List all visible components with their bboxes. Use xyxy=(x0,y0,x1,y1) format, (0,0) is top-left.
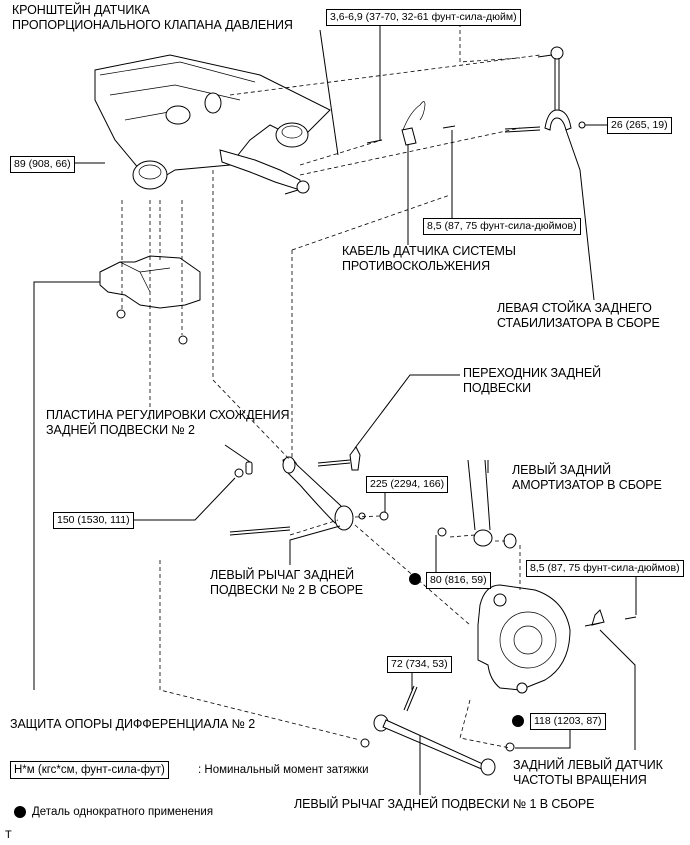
torque-diff-nut: 89 (908, 66) xyxy=(10,156,75,173)
label-arm2-line2: ПОДВЕСКИ № 2 В СБОРЕ xyxy=(210,583,363,597)
label-bracket: КРОНШТЕЙН ДАТЧИКА ПРОПОРЦИОНАЛЬНОГО КЛАП… xyxy=(12,3,293,33)
label-shock-line1: ЛЕВЫЙ ЗАДНИЙ xyxy=(512,463,611,477)
diff-guard-drawing xyxy=(99,255,201,345)
label-bracket-line2: ПРОПОРЦИОНАЛЬНОГО КЛАПАНА ДАВЛЕНИЯ xyxy=(12,18,293,32)
label-arm2: ЛЕВЫЙ РЫЧАГ ЗАДНЕЙ ПОДВЕСКИ № 2 В СБОРЕ xyxy=(210,568,363,598)
label-shock: ЛЕВЫЙ ЗАДНИЙ АМОРТИЗАТОР В СБОРЕ xyxy=(512,463,662,493)
label-toe-plate-line2: ЗАДНЕЙ ПОДВЕСКИ № 2 xyxy=(46,423,195,437)
torque-arm1-nut: 118 (1203, 87) xyxy=(530,713,606,730)
single-use-dot xyxy=(409,573,421,585)
label-adapter: ПЕРЕХОДНИК ЗАДНЕЙ ПОДВЕСКИ xyxy=(463,366,601,396)
legend-torque-desc: : Номинальный момент затяжки xyxy=(198,764,369,776)
torque-arm2-bolt: 150 (1530, 111) xyxy=(53,512,134,529)
label-toe-plate: ПЛАСТИНА РЕГУЛИРОВКИ СХОЖДЕНИЯ ЗАДНЕЙ ПО… xyxy=(46,408,290,438)
abs-cable-drawing xyxy=(366,101,456,146)
label-shock-line2: АМОРТИЗАТОР В СБОРЕ xyxy=(512,478,662,492)
arm1-drawing xyxy=(360,685,515,776)
shock-drawing xyxy=(437,459,517,549)
arm2-drawing xyxy=(229,446,389,536)
label-diff-guard: ЗАЩИТА ОПОРЫ ДИФФЕРЕНЦИАЛА № 2 xyxy=(10,717,256,731)
torque-bracket-bolt: 3,6-6,9 (37-70, 32-61 фунт-сила-дюйм) xyxy=(326,9,521,26)
torque-shock-nut: 80 (816, 59) xyxy=(426,572,491,589)
assembly-lines xyxy=(121,9,541,749)
torque-stab-nut: 26 (265, 19) xyxy=(607,117,672,134)
knuckle-drawing xyxy=(477,584,637,694)
label-abs-cable: КАБЕЛЬ ДАТЧИКА СИСТЕМЫ ПРОТИВОСКОЛЬЖЕНИЯ xyxy=(342,244,516,274)
footer-mark: T xyxy=(5,829,12,841)
legend-single-use: Деталь однократного применения xyxy=(32,806,214,818)
torque-arm2-nut: 225 (2294, 166) xyxy=(366,476,449,493)
stabilizer-link-drawing xyxy=(504,46,586,133)
label-adapter-line1: ПЕРЕХОДНИК ЗАДНЕЙ xyxy=(463,366,602,380)
label-abs-cable-line1: КАБЕЛЬ ДАТЧИКА СИСТЕМЫ xyxy=(342,244,516,258)
label-abs-cable-line2: ПРОТИВОСКОЛЬЖЕНИЯ xyxy=(342,259,490,273)
label-speed-sensor-line1: ЗАДНИЙ ЛЕВЫЙ ДАТЧИК xyxy=(513,758,663,772)
label-stabilizer-link-line1: ЛЕВАЯ СТОЙКА ЗАДНЕГО xyxy=(497,301,652,315)
label-stabilizer-link-line2: СТАБИЛИЗАТОРА В СБОРЕ xyxy=(497,316,660,330)
label-toe-plate-line1: ПЛАСТИНА РЕГУЛИРОВКИ СХОЖДЕНИЯ xyxy=(46,408,290,422)
label-stabilizer-link: ЛЕВАЯ СТОЙКА ЗАДНЕГО СТАБИЛИЗАТОРА В СБО… xyxy=(497,301,660,331)
torque-cable-bolt: 8,5 (87, 75 фунт-сила-дюймов) xyxy=(423,218,581,235)
label-arm2-line1: ЛЕВЫЙ РЫЧАГ ЗАДНЕЙ xyxy=(210,568,355,582)
label-bracket-line1: КРОНШТЕЙН ДАТЧИКА xyxy=(12,3,150,17)
legend-single-use-dot xyxy=(14,806,26,818)
torque-sensor-bolt: 8,5 (87, 75 фунт-сила-дюймов) xyxy=(526,560,684,577)
label-speed-sensor: ЗАДНИЙ ЛЕВЫЙ ДАТЧИК ЧАСТОТЫ ВРАЩЕНИЯ xyxy=(513,758,663,788)
label-speed-sensor-line2: ЧАСТОТЫ ВРАЩЕНИЯ xyxy=(513,773,647,787)
torque-arm1-bolt: 72 (734, 53) xyxy=(387,656,452,673)
label-arm1: ЛЕВЫЙ РЫЧАГ ЗАДНЕЙ ПОДВЕСКИ № 1 В СБОРЕ xyxy=(294,797,595,811)
single-use-dot xyxy=(512,715,524,727)
legend-torque-unit: Н*м (кгс*см, фунт-сила-фут) xyxy=(10,761,169,779)
label-adapter-line2: ПОДВЕСКИ xyxy=(463,381,532,395)
leader-lines xyxy=(33,22,637,795)
subframe-drawing xyxy=(94,54,331,195)
